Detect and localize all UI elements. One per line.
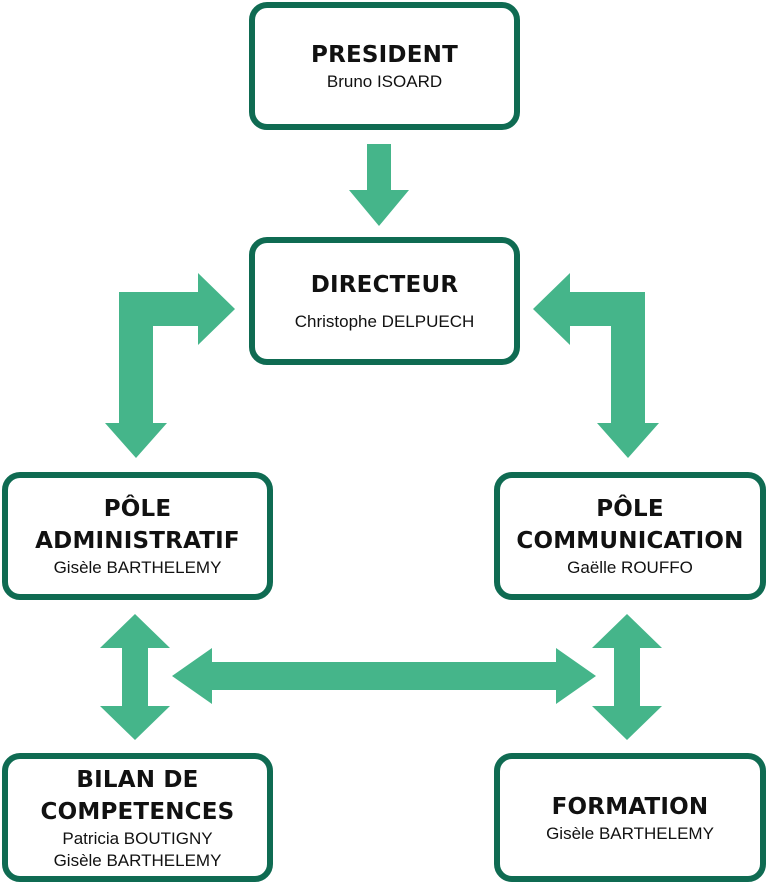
pole-administratif-title-line-2: ADMINISTRATIF (35, 528, 240, 554)
formation-title: FORMATION (551, 793, 709, 820)
arrow-directeur-admin (105, 273, 235, 458)
box-pole-administratif: PÔLE ADMINISTRATIF Gisèle BARTHELEMY (2, 472, 273, 600)
directeur-name: Christophe DELPUECH (294, 312, 475, 331)
box-pole-communication: PÔLE COMMUNICATION Gaëlle ROUFFO (494, 472, 766, 600)
arrow-admin-bilan (100, 614, 170, 740)
arrow-president-to-directeur (349, 144, 409, 226)
box-directeur: DIRECTEUR Christophe DELPUECH (249, 237, 520, 365)
pole-administratif-name: Gisèle BARTHELEMY (53, 558, 222, 577)
bilan-name-1: Patricia BOUTIGNY (62, 828, 213, 848)
pole-administratif-title-line-1: PÔLE (103, 496, 172, 522)
bilan-name-2: Gisèle BARTHELEMY (53, 850, 222, 870)
box-bilan-de-competences: BILAN DE COMPETENCES Patricia BOUTIGNY G… (2, 753, 273, 882)
pole-communication-name: Gaëlle ROUFFO (567, 558, 693, 577)
president-name: Bruno ISOARD (326, 72, 443, 91)
box-formation: FORMATION Gisèle BARTHELEMY (494, 753, 766, 882)
directeur-title: DIRECTEUR (310, 272, 459, 298)
arrow-admin-comm-horizontal (172, 648, 596, 704)
arrow-comm-formation (592, 614, 662, 740)
bilan-title-line-1: BILAN DE (76, 766, 199, 793)
arrow-directeur-comm (533, 273, 659, 458)
pole-communication-title-line-1: PÔLE (596, 496, 664, 522)
bilan-title-line-2: COMPETENCES (40, 798, 235, 825)
pole-communication-title-line-2: COMMUNICATION (516, 528, 744, 554)
box-president: PRESIDENT Bruno ISOARD (249, 2, 520, 130)
president-title: PRESIDENT (311, 42, 458, 68)
formation-name: Gisèle BARTHELEMY (546, 823, 714, 843)
